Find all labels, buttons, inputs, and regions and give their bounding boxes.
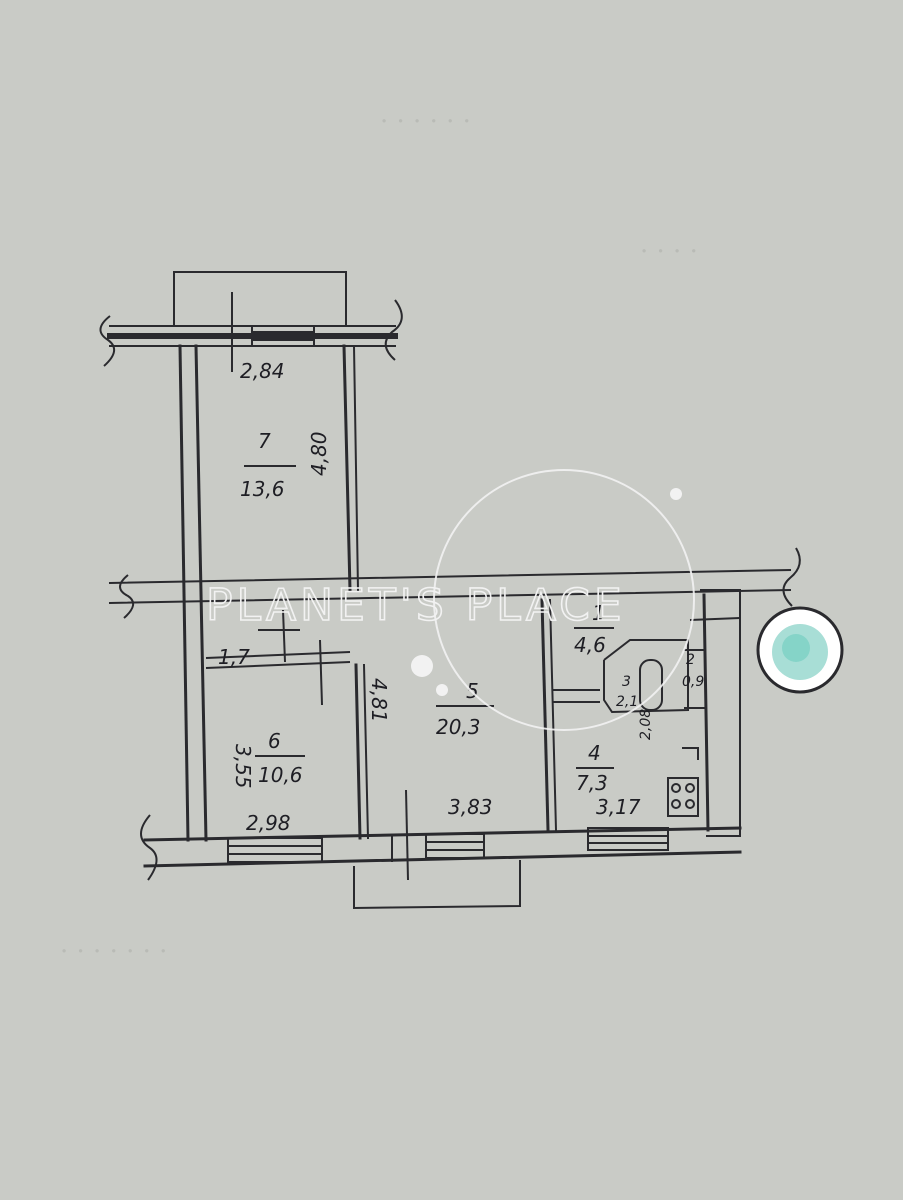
dim-top-width: 2,84 bbox=[240, 359, 285, 383]
room-7-number: 7 bbox=[258, 429, 271, 453]
break-marks bbox=[99, 292, 801, 881]
svg-text:· · · ·: · · · · bbox=[640, 237, 698, 267]
storage-area: 1,7 bbox=[218, 645, 250, 669]
room-7-area: 13,6 bbox=[240, 477, 285, 501]
svg-text:· · · · · ·: · · · · · · bbox=[380, 107, 471, 137]
room-5-area: 20,3 bbox=[436, 715, 481, 739]
room-3-number: 3 bbox=[622, 674, 631, 690]
room-3-area: 2,1 bbox=[616, 694, 638, 710]
dim-room4-width: 3,17 bbox=[596, 795, 641, 819]
background-paper-text: · · · · · · · · · · · · · · · · · bbox=[60, 107, 698, 967]
windows bbox=[227, 325, 669, 863]
dim-room4-height: 2,08 bbox=[638, 709, 654, 740]
room-1-area: 4,6 bbox=[574, 633, 606, 657]
room-6-number: 6 bbox=[268, 729, 281, 753]
walls bbox=[107, 271, 792, 910]
watermark-text: PLANET'S PLACE bbox=[206, 580, 626, 631]
dim-room6-width: 2,98 bbox=[246, 811, 291, 835]
room-6-area: 10,6 bbox=[258, 763, 303, 787]
dimension-labels: 2,84 4,80 3,55 2,98 4,81 3,83 3,17 2,08 bbox=[231, 359, 654, 835]
seal bbox=[756, 606, 844, 694]
svg-text:· · · · · · ·: · · · · · · · bbox=[60, 937, 167, 967]
dim-room5-width: 3,83 bbox=[448, 795, 493, 819]
room-4-area: 7,3 bbox=[576, 771, 608, 795]
room-4-number: 4 bbox=[588, 741, 601, 765]
dim-room5-height: 4,81 bbox=[367, 678, 391, 723]
room-1-number: 1 bbox=[592, 601, 605, 625]
watermark: PLANET'S PLACE bbox=[205, 469, 695, 731]
room-labels: 7 13,6 6 10,6 5 20,3 4 7,3 1 4,6 3 2,1 2… bbox=[218, 429, 704, 795]
dim-room6-height: 3,55 bbox=[231, 744, 255, 789]
room-2-area: 0,9 bbox=[682, 674, 704, 690]
room-2-number: 2 bbox=[686, 652, 695, 668]
dim-room7-height: 4,80 bbox=[307, 431, 331, 476]
